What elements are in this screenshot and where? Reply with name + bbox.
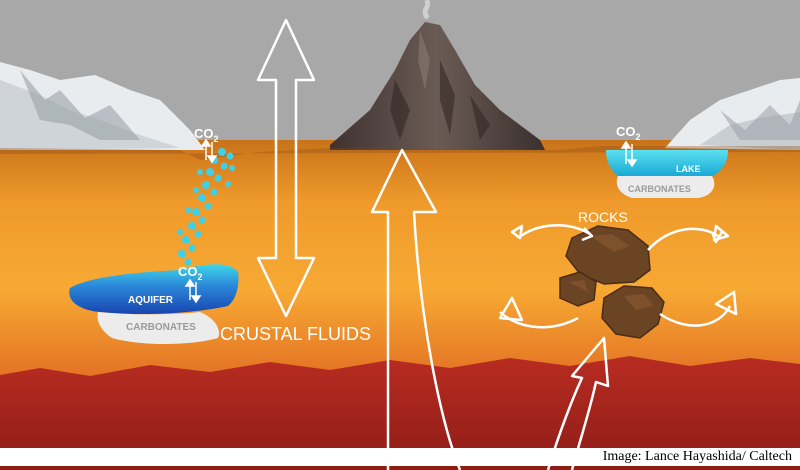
exchange-arrows (184, 138, 638, 304)
cycle-arrow-icon (499, 224, 732, 329)
crustal-fluids-label: CRUSTAL FLUIDS (220, 324, 371, 344)
rock-texture (568, 234, 654, 310)
up-arrow-icon (370, 148, 610, 470)
credit-bar: Image: Lance Hayashida/ Caltech (0, 448, 800, 466)
lake-label: LAKE (676, 164, 701, 174)
rock-icon (559, 225, 665, 339)
double-arrow-icon (256, 18, 316, 318)
left-mountain-icon (0, 62, 205, 150)
volcano-icon (330, 0, 545, 150)
co2-label-surface: CO2 (194, 126, 219, 144)
image-credit: Image: Lance Hayashida/ Caltech (602, 449, 792, 464)
co2-label-lake: CO2 (616, 124, 641, 142)
carbonates-label-lake: CARBONATES (628, 184, 691, 194)
carbonates-label-left: CARBONATES (126, 322, 196, 333)
aquifer-label: AQUIFER (128, 295, 174, 306)
cycle-arrowheads (498, 224, 738, 322)
right-mountain-icon (665, 78, 800, 150)
lake (606, 150, 728, 198)
co2-label-aquifer: CO2 (178, 264, 203, 282)
rocks-label: ROCKS (578, 209, 628, 225)
